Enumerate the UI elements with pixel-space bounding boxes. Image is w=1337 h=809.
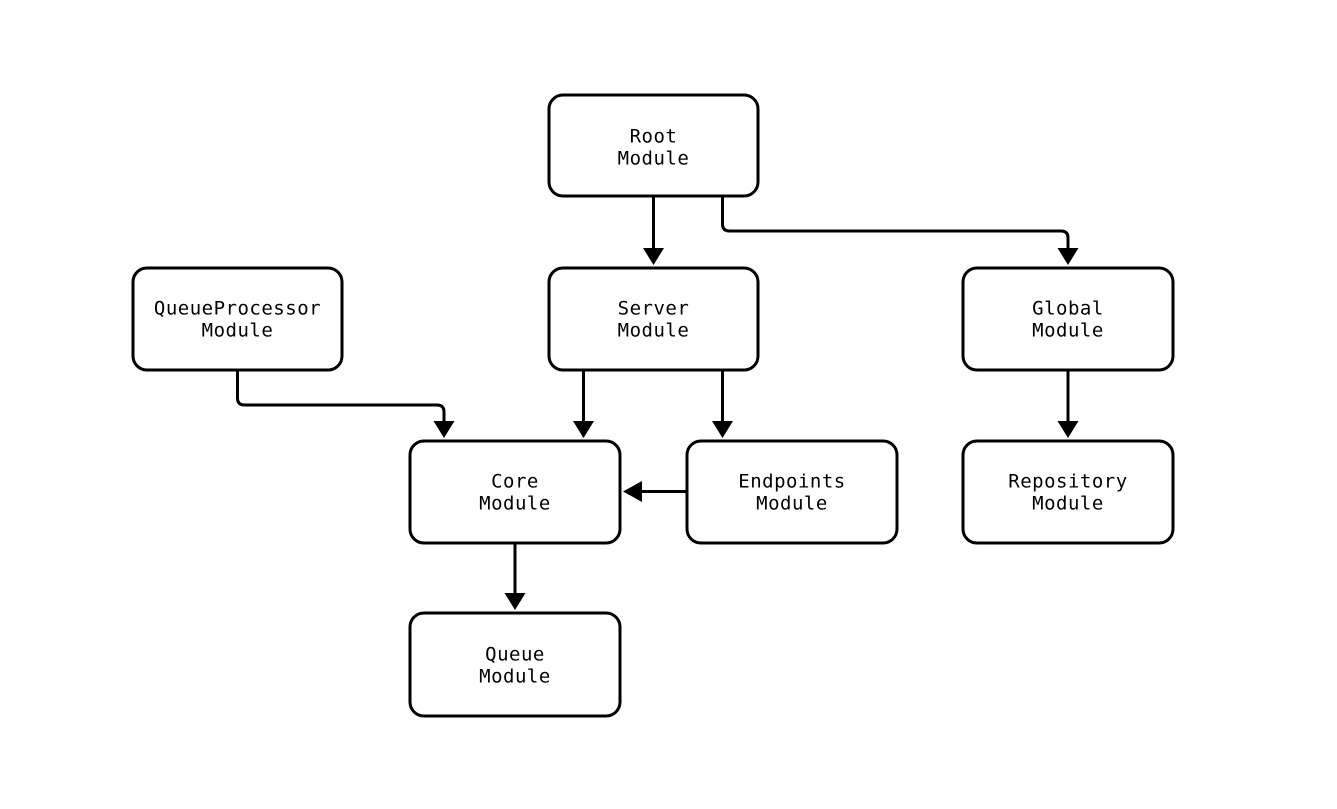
edge-server-to-core [573,370,594,438]
node-repository-module-label-line2: Module [1032,493,1104,515]
node-global-module-label-line1: Global [1032,298,1104,320]
node-queue-module-label-line2: Module [479,666,551,688]
node-layer: Root Module QueueProcessor Module Server… [131,93,1175,718]
node-global-module-label-line2: Module [1032,320,1104,342]
node-queueprocessor-module-label-line2: Module [202,320,274,342]
node-root-module[interactable]: Root Module [547,93,760,198]
node-repository-module-label-line1: Repository [1008,471,1127,493]
edge-layer [236,196,1079,610]
edge-root-to-server [643,196,664,265]
node-server-module[interactable]: Server Module [547,266,760,372]
node-queue-module-label-line1: Queue [485,644,545,666]
edge-queueprocessor-to-core [236,370,455,438]
node-server-module-label-line2: Module [618,320,690,342]
node-global-module[interactable]: Global Module [961,266,1175,372]
node-root-module-box[interactable] [547,93,760,198]
edge-core-to-queue [504,543,526,610]
edge-server-to-endpoints [712,370,733,438]
node-endpoints-module-label-line2: Module [756,493,828,515]
node-queue-module-box[interactable] [408,611,622,718]
edge-root-to-global [721,196,1079,265]
node-core-module-label-line1: Core [491,471,539,493]
node-repository-module-box[interactable] [961,439,1175,545]
node-core-module-label-line2: Module [479,493,551,515]
node-server-module-box[interactable] [547,266,760,372]
node-root-module-label-line1: Root [630,126,678,148]
node-queueprocessor-module-box[interactable] [131,266,344,372]
edge-global-to-repository [1057,370,1079,438]
edge-endpoints-to-core [623,481,687,502]
node-queueprocessor-module[interactable]: QueueProcessor Module [131,266,344,372]
node-queue-module[interactable]: Queue Module [408,611,622,718]
node-core-module[interactable]: Core Module [408,439,622,545]
node-repository-module[interactable]: Repository Module [961,439,1175,545]
node-global-module-box[interactable] [961,266,1175,372]
node-endpoints-module-label-line1: Endpoints [738,471,845,493]
node-server-module-label-line1: Server [618,298,690,320]
node-core-module-box[interactable] [408,439,622,545]
node-endpoints-module[interactable]: Endpoints Module [685,439,899,545]
node-endpoints-module-box[interactable] [685,439,899,545]
node-queueprocessor-module-label-line1: QueueProcessor [154,298,321,320]
node-root-module-label-line2: Module [618,148,690,170]
